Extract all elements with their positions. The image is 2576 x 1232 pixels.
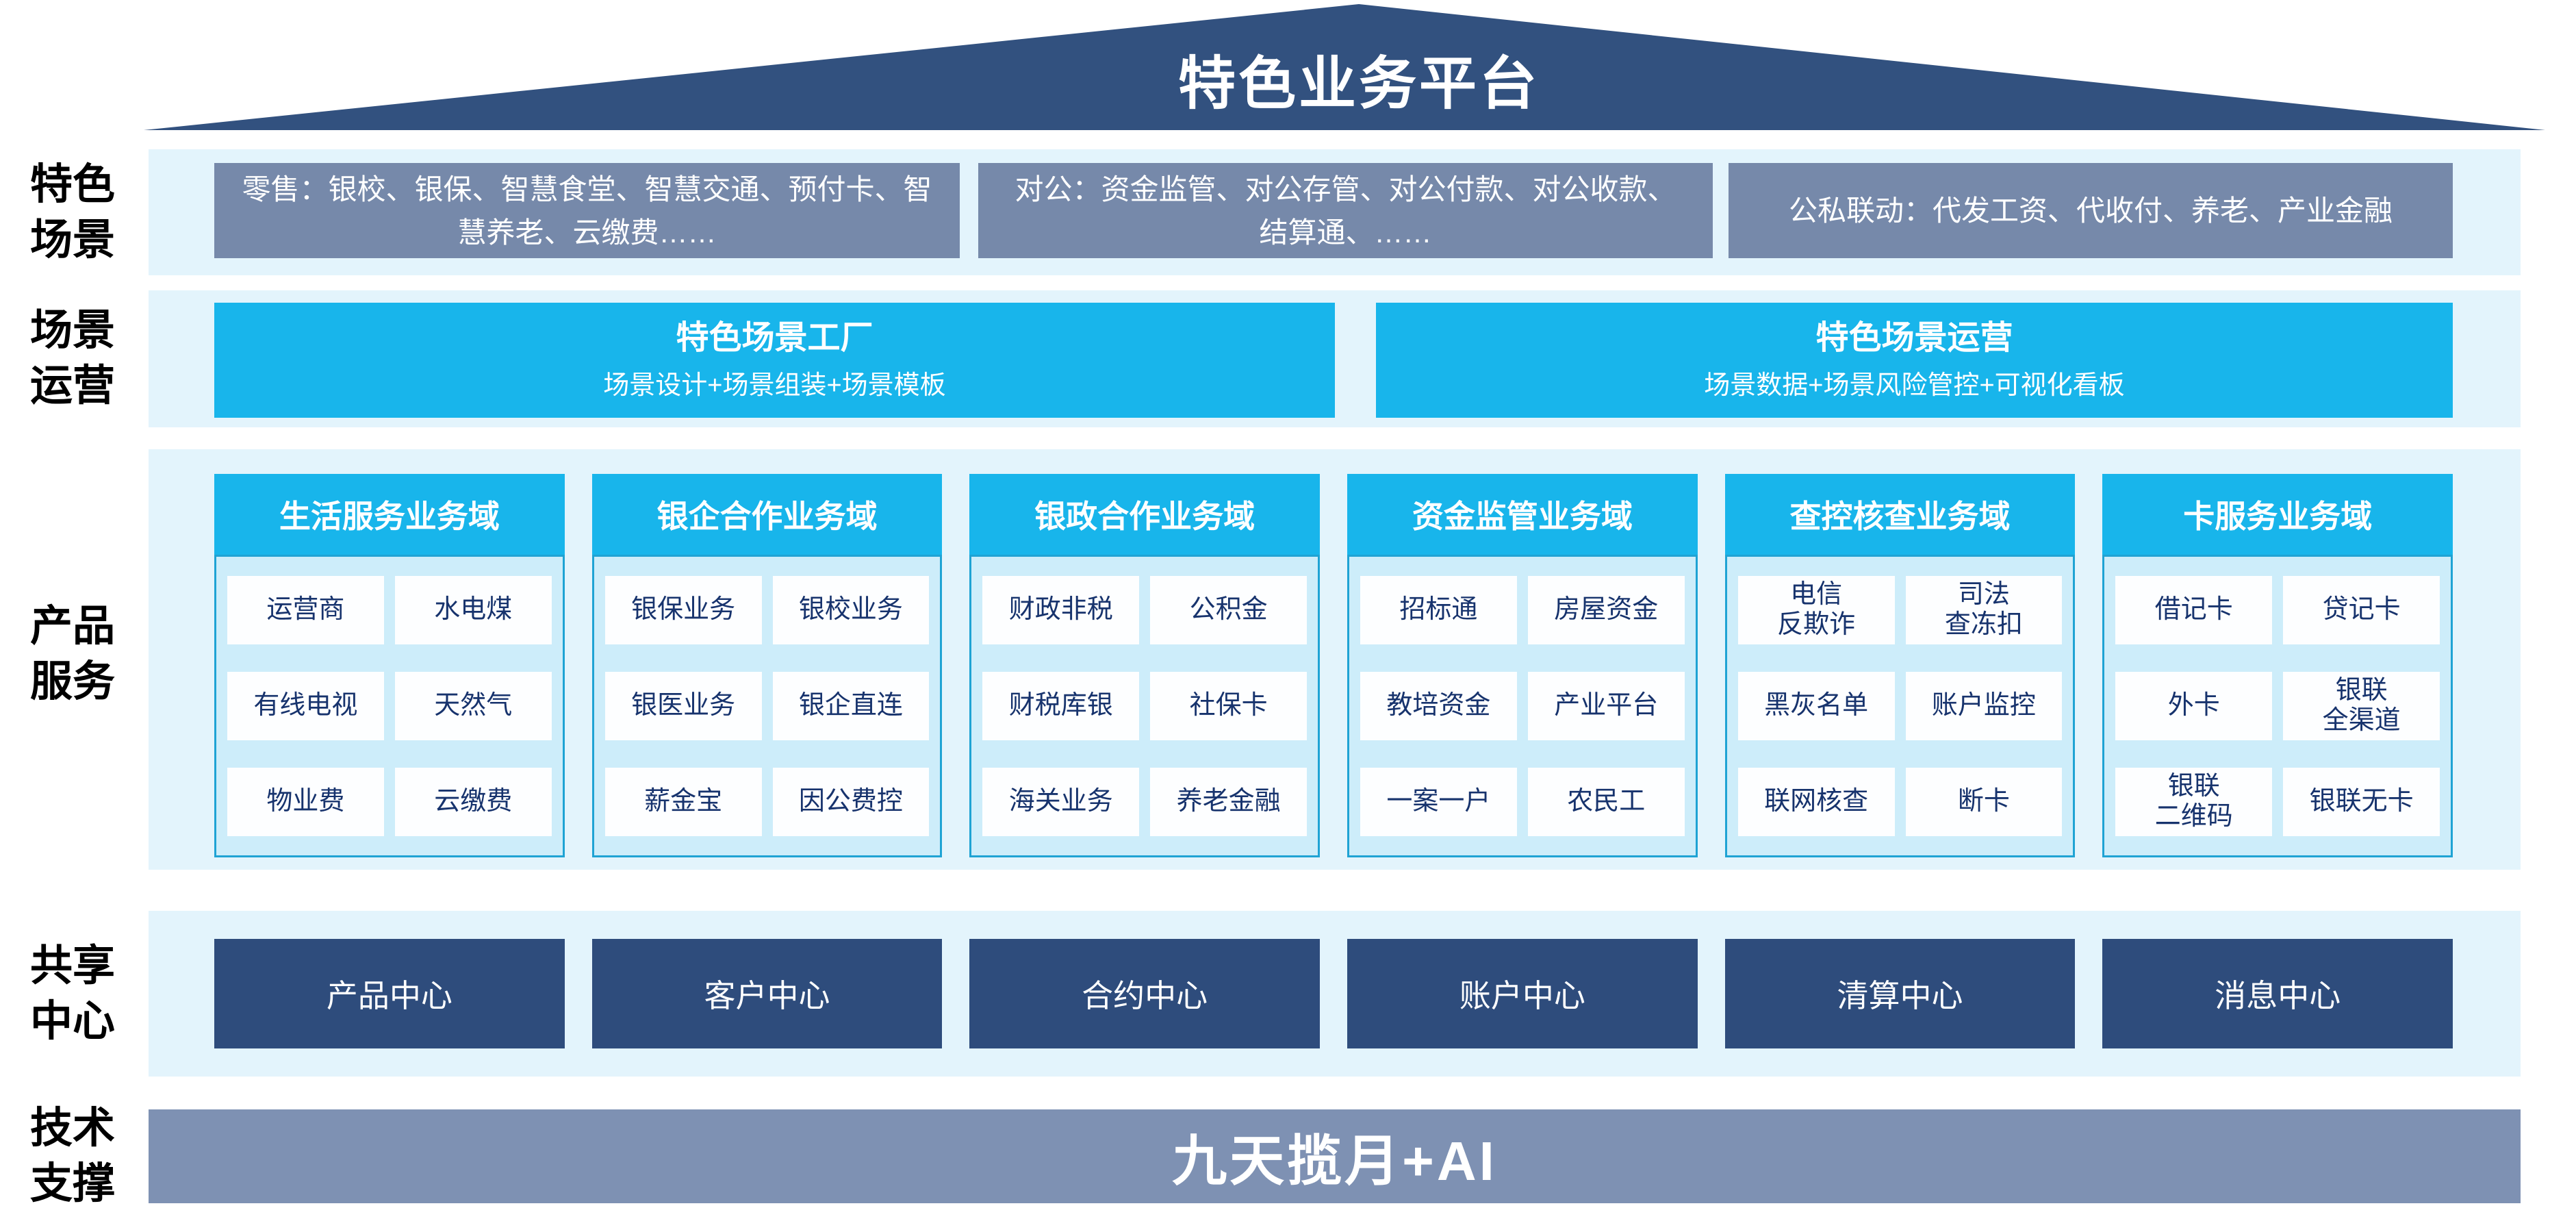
- scene-band: 零售：银校、银保、智慧食堂、智慧交通、预付卡、智慧养老、云缴费…… 对公：资金监…: [149, 149, 2521, 275]
- scene-box-retail: 零售：银校、银保、智慧食堂、智慧交通、预付卡、智慧养老、云缴费……: [214, 163, 960, 258]
- product-item: 薪金宝: [604, 768, 762, 836]
- product-column-bank-enterprise: 银企合作业务域 银保业务 银校业务 银医业务 银企直连 薪金宝 因公费控: [591, 474, 943, 857]
- product-item: 产业平台: [1527, 672, 1685, 740]
- column-header: 生活服务业务域: [214, 474, 565, 555]
- product-item: 物业费: [227, 768, 384, 836]
- share-box-contract-center: 合约中心: [969, 939, 1321, 1048]
- product-item: 断卡: [1905, 768, 2063, 836]
- product-item: 天然气: [394, 672, 552, 740]
- share-box-product-center: 产品中心: [214, 939, 565, 1048]
- scene-box-public-private: 公私联动：代发工资、代收付、养老、产业金融: [1729, 163, 2453, 258]
- product-column-inquiry-control: 查控核查业务域 电信 反欺诈 司法 查冻扣 黑灰名单 账户监控 联网核查 断卡: [1724, 474, 2076, 857]
- share-box-message-center: 消息中心: [2102, 939, 2453, 1048]
- product-item: 因公费控: [772, 768, 930, 836]
- product-item: 银校业务: [772, 576, 930, 644]
- column-body: 银保业务 银校业务 银医业务 银企直连 薪金宝 因公费控: [591, 555, 943, 857]
- column-body: 财政非税 公积金 财税库银 社保卡 海关业务 养老金融: [969, 555, 1321, 857]
- product-item: 社保卡: [1150, 672, 1308, 740]
- product-item: 水电煤: [394, 576, 552, 644]
- product-item: 黑灰名单: [1737, 672, 1895, 740]
- share-box-clearing-center: 清算中心: [1724, 939, 2076, 1048]
- share-box-customer-center: 客户中心: [591, 939, 943, 1048]
- product-item: 有线电视: [227, 672, 384, 740]
- product-item: 财税库银: [982, 672, 1140, 740]
- product-item: 农民工: [1527, 768, 1685, 836]
- side-label-tech: 技术 支撑: [29, 1105, 115, 1207]
- column-body: 运营商 水电煤 有线电视 天然气 物业费 云缴费: [214, 555, 565, 857]
- product-item: 海关业务: [982, 768, 1140, 836]
- side-label-scene: 特色 场景: [29, 161, 115, 264]
- product-column-life-services: 生活服务业务域 运营商 水电煤 有线电视 天然气 物业费 云缴费: [214, 474, 565, 857]
- product-item: 借记卡: [2115, 576, 2273, 644]
- column-header: 查控核查业务域: [1724, 474, 2076, 555]
- product-item: 教培资金: [1360, 672, 1517, 740]
- product-column-card-services: 卡服务业务域 借记卡 贷记卡 外卡 银联 全渠道 银联 二维码 银联无卡: [2102, 474, 2453, 857]
- operation-box-title: 特色场景工厂: [676, 320, 873, 356]
- share-box-account-center: 账户中心: [1347, 939, 1698, 1048]
- side-label-operation: 场景 运营: [29, 307, 115, 410]
- product-item: 银联 二维码: [2115, 768, 2273, 836]
- column-body: 借记卡 贷记卡 外卡 银联 全渠道 银联 二维码 银联无卡: [2102, 555, 2453, 857]
- page-title: 特色业务平台: [1177, 51, 1540, 116]
- product-item: 贷记卡: [2283, 576, 2440, 644]
- share-boxes: 产品中心 客户中心 合约中心 账户中心 清算中心 消息中心: [214, 939, 2453, 1048]
- operation-box-subtitle: 场景数据+场景风险管控+可视化看板: [1704, 371, 2125, 400]
- product-item: 银企直连: [772, 672, 930, 740]
- product-column-fund-supervision: 资金监管业务域 招标通 房屋资金 教培资金 产业平台 一案一户 农民工: [1347, 474, 1698, 857]
- operation-box-subtitle: 场景设计+场景组装+场景模板: [603, 371, 946, 400]
- product-item: 外卡: [2115, 672, 2273, 740]
- side-label-share: 共享 中心: [29, 942, 115, 1045]
- product-item: 运营商: [227, 576, 384, 644]
- share-band: 产品中心 客户中心 合约中心 账户中心 清算中心 消息中心: [149, 911, 2521, 1077]
- column-body: 招标通 房屋资金 教培资金 产业平台 一案一户 农民工: [1347, 555, 1698, 857]
- operation-box-scene-operation: 特色场景运营 场景数据+场景风险管控+可视化看板: [1376, 303, 2453, 418]
- product-item: 云缴费: [394, 768, 552, 836]
- product-item: 银联 全渠道: [2283, 672, 2440, 740]
- product-band: 生活服务业务域 运营商 水电煤 有线电视 天然气 物业费 云缴费 银企合作业务域…: [149, 449, 2521, 870]
- product-item: 公积金: [1150, 576, 1308, 644]
- tech-support-bar: 九天揽月+AI: [149, 1109, 2521, 1203]
- product-columns: 生活服务业务域 运营商 水电煤 有线电视 天然气 物业费 云缴费 银企合作业务域…: [214, 474, 2453, 857]
- column-header: 银政合作业务域: [969, 474, 1321, 555]
- product-item: 联网核查: [1737, 768, 1895, 836]
- product-item: 养老金融: [1150, 768, 1308, 836]
- product-column-bank-government: 银政合作业务域 财政非税 公积金 财税库银 社保卡 海关业务 养老金融: [969, 474, 1321, 857]
- product-item: 房屋资金: [1527, 576, 1685, 644]
- product-item: 银医业务: [604, 672, 762, 740]
- product-item: 招标通: [1360, 576, 1517, 644]
- column-body: 电信 反欺诈 司法 查冻扣 黑灰名单 账户监控 联网核查 断卡: [1724, 555, 2076, 857]
- operation-box-title: 特色场景运营: [1815, 320, 2013, 356]
- scene-box-corporate: 对公：资金监管、对公存管、对公付款、对公收款、结算通、……: [978, 163, 1713, 258]
- operation-box-scene-factory: 特色场景工厂 场景设计+场景组装+场景模板: [214, 303, 1335, 418]
- product-item: 司法 查冻扣: [1905, 576, 2063, 644]
- product-item: 财政非税: [982, 576, 1140, 644]
- column-header: 银企合作业务域: [591, 474, 943, 555]
- column-header: 卡服务业务域: [2102, 474, 2453, 555]
- side-label-product: 产品 服务: [29, 603, 115, 705]
- tech-support-label: 九天揽月+AI: [1172, 1130, 1497, 1192]
- product-item: 银保业务: [604, 576, 762, 644]
- operation-band: 特色场景工厂 场景设计+场景组装+场景模板 特色场景运营 场景数据+场景风险管控…: [149, 290, 2521, 427]
- product-item: 银联无卡: [2283, 768, 2440, 836]
- column-header: 资金监管业务域: [1347, 474, 1698, 555]
- product-item: 电信 反欺诈: [1737, 576, 1895, 644]
- product-item: 一案一户: [1360, 768, 1517, 836]
- product-item: 账户监控: [1905, 672, 2063, 740]
